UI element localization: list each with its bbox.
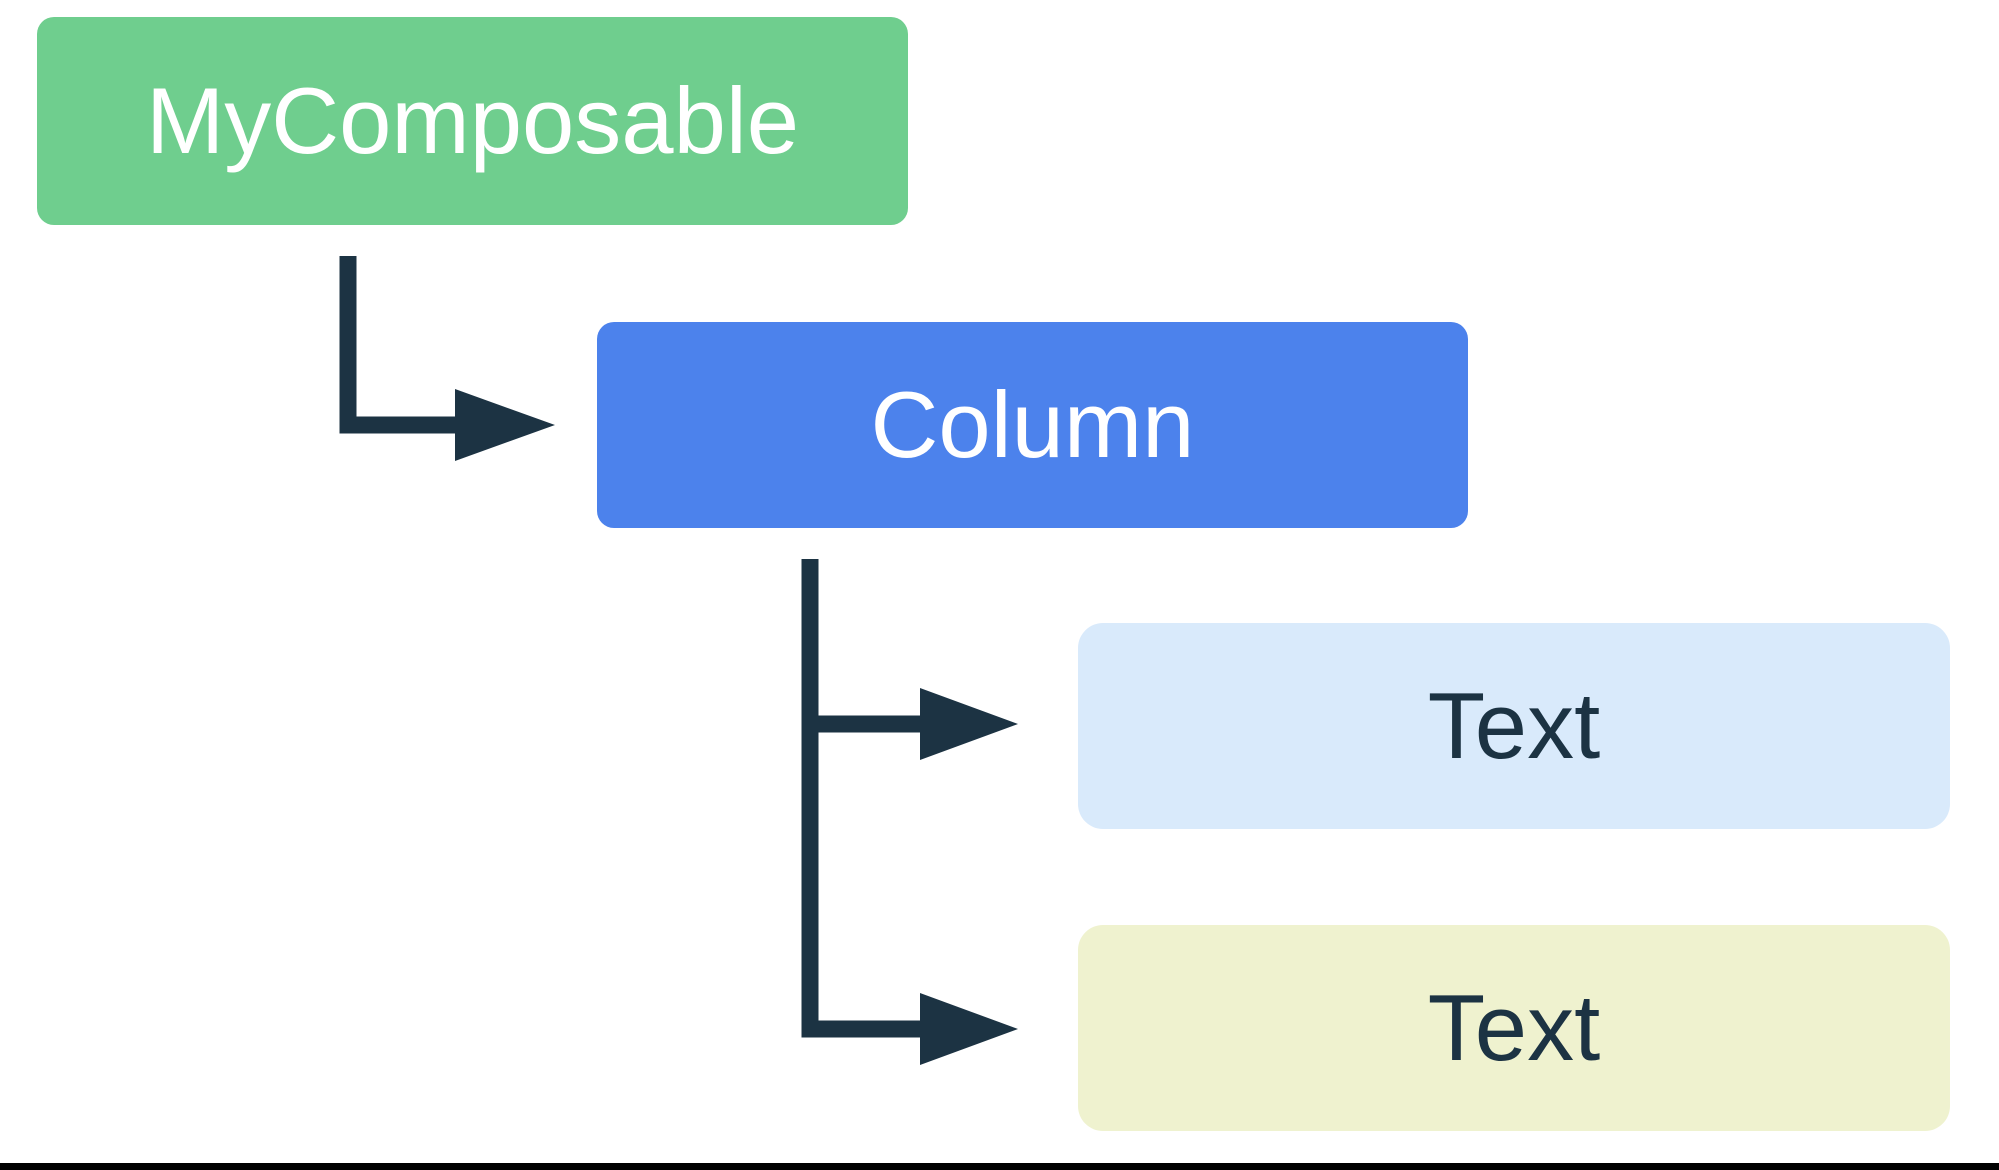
connector-mycomposable-to-column xyxy=(339,256,555,461)
bottom-border-line xyxy=(0,1163,1999,1170)
node-mycomposable-label: MyComposable xyxy=(145,68,800,173)
arrowhead-right-icon xyxy=(920,993,1018,1065)
arrowhead-right-icon xyxy=(455,389,555,461)
node-mycomposable: MyComposable xyxy=(37,17,908,225)
connector-elbow-line xyxy=(339,256,462,434)
node-column-label: Column xyxy=(870,372,1195,477)
node-text-second: Text xyxy=(1078,925,1950,1131)
node-text-first: Text xyxy=(1078,623,1950,829)
node-text-first-label: Text xyxy=(1427,673,1601,778)
node-column: Column xyxy=(597,322,1468,528)
connector-column-to-texts xyxy=(801,559,1018,1065)
node-text-second-label: Text xyxy=(1427,975,1601,1080)
arrowhead-right-icon xyxy=(920,688,1018,760)
connector-trunk-line xyxy=(801,559,920,1038)
